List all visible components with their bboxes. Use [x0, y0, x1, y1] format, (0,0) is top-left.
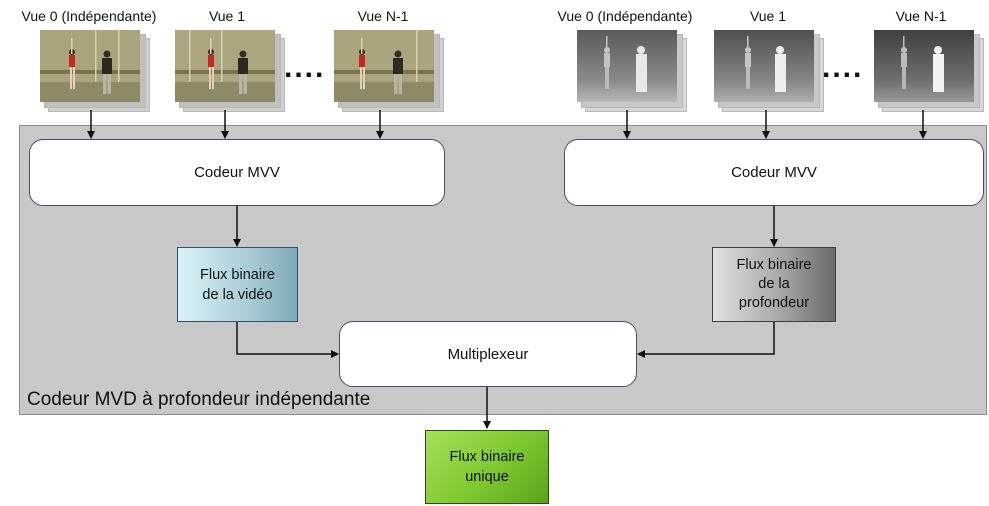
mvv-encoder-left: Codeur MVV — [29, 139, 445, 206]
video-bitstream-box: Flux binaire de la vidéo — [177, 247, 298, 322]
depth-bitstream-line-1: Flux binaire — [736, 257, 812, 273]
multiplexer-box: Multiplexeur — [339, 321, 637, 387]
depth-view-1-thumbnail — [714, 30, 824, 112]
encoder-panel-label: Codeur MVD à profondeur indépendante — [27, 389, 371, 410]
texture-view-0-label: Vue 0 (Indépendante) — [21, 8, 157, 24]
depth-bitstream-line-2: de la — [758, 276, 790, 292]
output-bitstream-line-2: unique — [465, 469, 509, 485]
arrow-depth-to-mux — [637, 322, 775, 358]
output-bitstream-line-1: Flux binaire — [449, 449, 525, 465]
depth-bitstream-box: Flux binaire de la profondeur — [712, 247, 836, 322]
output-bitstream-box: Flux binaire unique — [425, 430, 549, 504]
depth-view-n1-label: Vue N-1 — [895, 8, 947, 24]
texture-view-0-thumbnail — [40, 30, 150, 112]
depth-view-n1-thumbnail — [874, 30, 984, 112]
depth-bitstream-line-3: profondeur — [738, 295, 810, 311]
depth-view-0-label: Vue 0 (Indépendante) — [557, 8, 693, 24]
depth-view-1-label: Vue 1 — [749, 8, 787, 24]
video-bitstream-line-1: Flux binaire — [200, 266, 275, 283]
mvv-encoder-right: Codeur MVV — [564, 139, 984, 206]
texture-view-1-label: Vue 1 — [208, 8, 246, 24]
video-bitstream-line-2: de la vidéo — [202, 286, 273, 303]
arrow-video-to-mux — [236, 322, 339, 358]
texture-view-n1-thumbnail — [334, 30, 444, 112]
depth-view-0-thumbnail — [577, 30, 687, 112]
texture-view-n1-label: Vue N-1 — [357, 8, 409, 24]
depth-views-ellipsis: .... — [822, 51, 864, 84]
texture-view-1-thumbnail — [175, 30, 285, 112]
texture-views-ellipsis: .... — [284, 51, 326, 84]
